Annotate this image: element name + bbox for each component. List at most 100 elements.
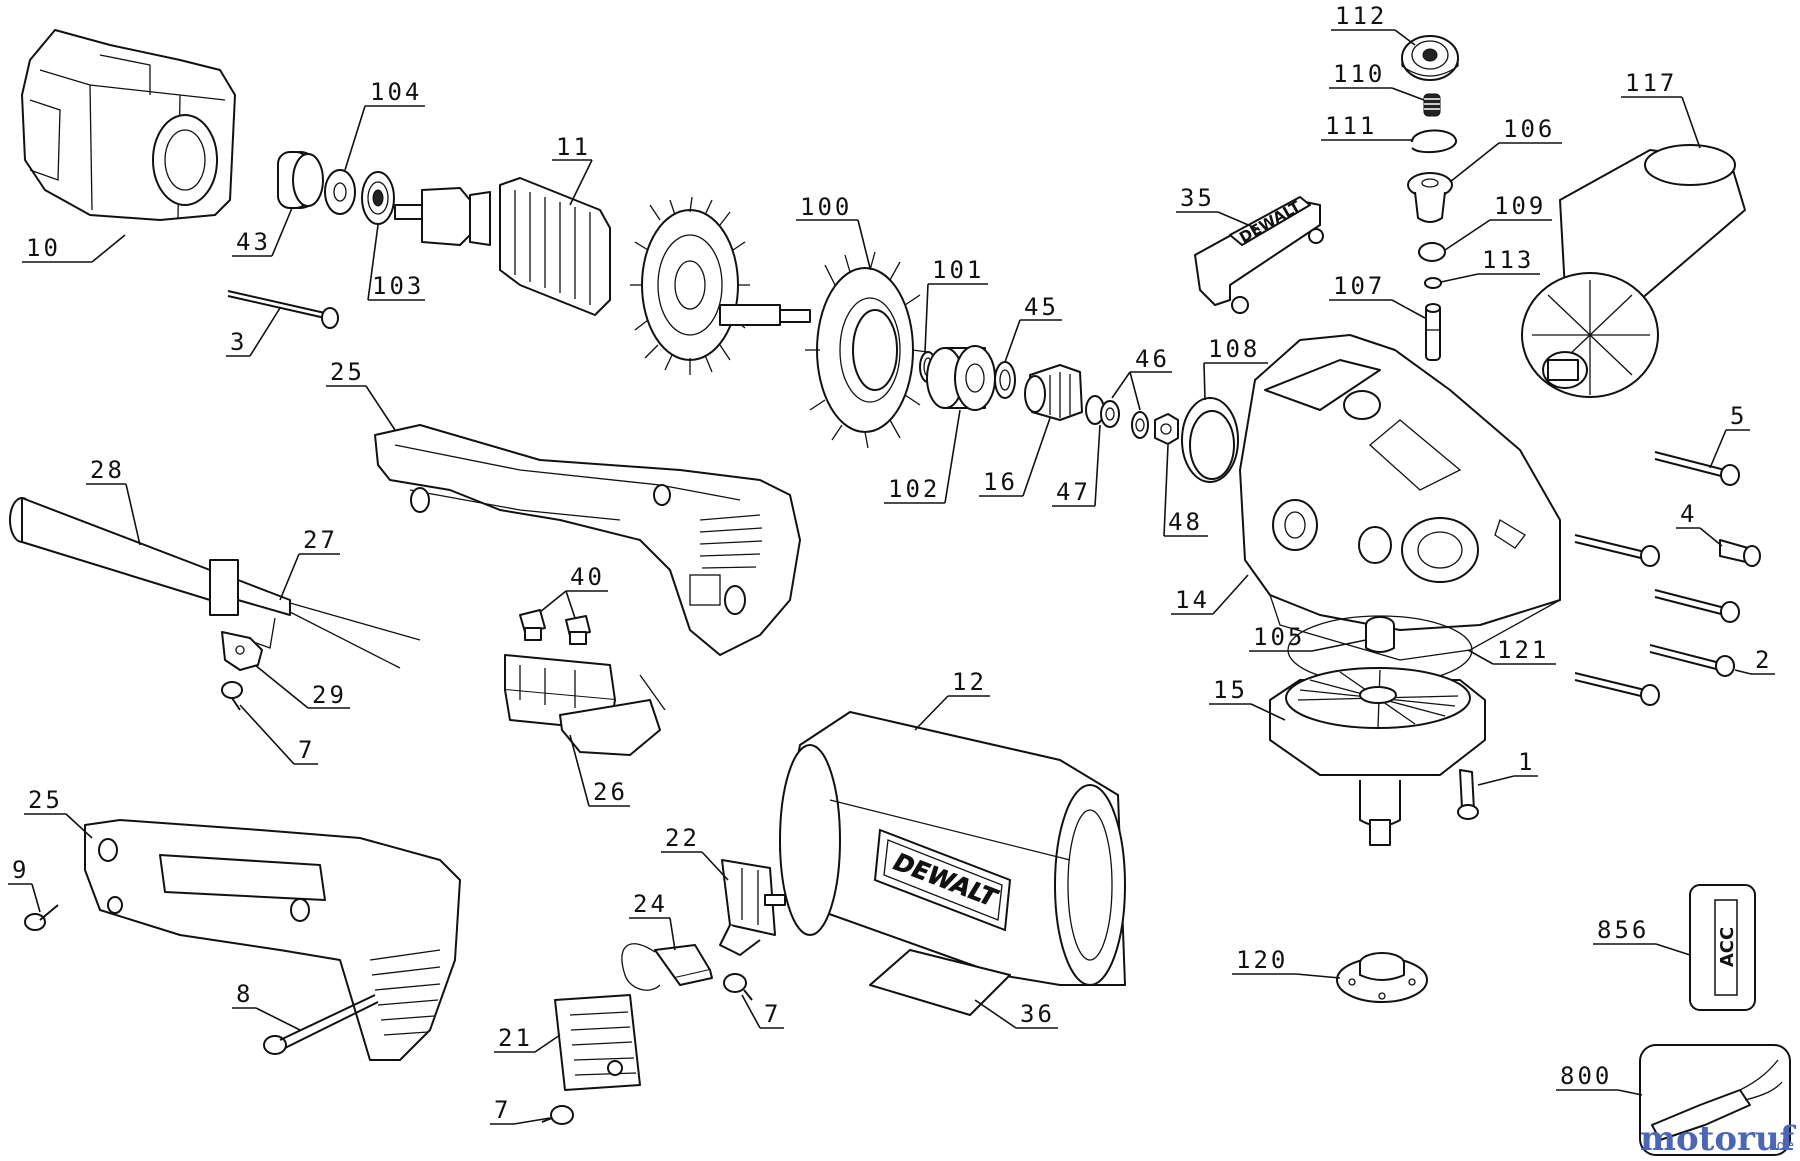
- part-26-switch: [504, 654, 666, 756]
- callout-2: 2: [1734, 646, 1775, 675]
- part-11-armature: [394, 177, 811, 375]
- part-screw-row-2: [1654, 589, 1740, 623]
- part-25-handle-half-lower: [84, 819, 461, 1061]
- svg-text:111: 111: [1325, 112, 1377, 140]
- svg-text:107: 107: [1333, 272, 1385, 300]
- svg-text:48: 48: [1168, 508, 1203, 536]
- svg-text:106: 106: [1503, 115, 1555, 143]
- callout-108: 108: [1203, 335, 1268, 401]
- part-46-washer: [1131, 411, 1149, 439]
- callout-21: 21: [494, 1024, 561, 1053]
- callout-25-lower: 25: [24, 786, 93, 839]
- callout-35: 35: [1176, 184, 1261, 231]
- svg-text:110: 110: [1333, 60, 1385, 88]
- callout-7-a: 7: [239, 704, 318, 765]
- svg-text:100: 100: [800, 193, 852, 221]
- part-43-bushing: [277, 151, 324, 209]
- svg-text:47: 47: [1056, 478, 1091, 506]
- part-screw-row-3: [1574, 672, 1660, 706]
- watermark: motoruf .de: [1640, 1119, 1797, 1159]
- callout-106: 106: [1449, 115, 1562, 183]
- svg-text:14: 14: [1175, 586, 1210, 614]
- part-102-bearing: [926, 345, 996, 411]
- callout-10: 10: [22, 234, 126, 263]
- part-113-ring: [1424, 277, 1442, 289]
- part-117-side-handle: [1521, 144, 1746, 398]
- watermark-main: motoruf: [1640, 1119, 1797, 1159]
- part-40-brushes: [519, 609, 591, 645]
- svg-text:45: 45: [1024, 293, 1059, 321]
- part-7-screw-a: [221, 681, 243, 711]
- svg-text:15: 15: [1213, 676, 1248, 704]
- callout-25-upper: 25: [326, 358, 396, 431]
- svg-text:40: 40: [570, 563, 605, 591]
- part-800-inset: [1639, 1044, 1791, 1156]
- callout-111: 111: [1321, 112, 1412, 141]
- svg-text:121: 121: [1497, 636, 1549, 664]
- part-36-label: [869, 949, 1011, 1016]
- callout-800: 800: [1556, 1062, 1643, 1096]
- part-45-washer: [994, 361, 1016, 399]
- svg-text:12: 12: [952, 668, 987, 696]
- part-107-pin: [1425, 303, 1441, 361]
- part-27-cord: [237, 579, 421, 669]
- part-112-nut: [1401, 35, 1459, 81]
- part-14-gear-housing: [1239, 334, 1561, 661]
- callout-47: 47: [1052, 424, 1101, 507]
- part-4-screw: [1719, 539, 1761, 567]
- part-108-o-ring: [1181, 397, 1239, 483]
- callout-8: 8: [232, 980, 301, 1031]
- svg-text:103: 103: [372, 272, 424, 300]
- svg-text:25: 25: [330, 358, 365, 386]
- svg-text:120: 120: [1236, 946, 1288, 974]
- callout-120: 120: [1232, 946, 1341, 979]
- svg-text:24: 24: [633, 890, 668, 918]
- svg-text:800: 800: [1560, 1062, 1612, 1090]
- svg-text:16: 16: [983, 468, 1018, 496]
- callout-48: 48: [1163, 444, 1208, 537]
- callout-112: 112: [1331, 2, 1416, 46]
- svg-text:9: 9: [12, 856, 29, 884]
- callout-100: 100: [796, 193, 871, 269]
- callout-9: 9: [8, 856, 41, 913]
- callout-1: 1: [1477, 748, 1538, 786]
- svg-text:46: 46: [1135, 345, 1170, 373]
- callout-110: 110: [1329, 60, 1425, 101]
- svg-text:112: 112: [1335, 2, 1387, 30]
- svg-text:856: 856: [1597, 916, 1649, 944]
- svg-text:27: 27: [303, 526, 338, 554]
- callout-104: 104: [344, 78, 425, 171]
- svg-text:28: 28: [90, 456, 125, 484]
- part-28-side-handle: [9, 497, 239, 616]
- callout-107: 107: [1329, 272, 1426, 319]
- callout-5: 5: [1709, 402, 1750, 469]
- svg-text:102: 102: [888, 475, 940, 503]
- part-22-switch-module: [719, 859, 786, 956]
- callout-3: 3: [226, 307, 281, 357]
- callout-15: 15: [1209, 676, 1286, 721]
- callout-113: 113: [1440, 246, 1540, 283]
- svg-text:35: 35: [1180, 184, 1215, 212]
- callout-27: 27: [279, 526, 340, 601]
- callout-105: 105: [1249, 623, 1367, 652]
- part-21-vent-cover: [554, 994, 641, 1091]
- callout-103: 103: [367, 224, 425, 301]
- part-120-flange: [1336, 952, 1428, 1003]
- svg-text:113: 113: [1482, 246, 1534, 274]
- callout-7-c: 7: [490, 1096, 551, 1125]
- svg-text:10: 10: [26, 234, 61, 262]
- callout-43: 43: [232, 207, 293, 257]
- part-9-screw: [24, 904, 59, 931]
- callout-7-b: 7: [741, 994, 784, 1029]
- part-15-spindle-assembly: [1269, 667, 1486, 846]
- svg-text:43: 43: [236, 228, 271, 256]
- svg-text:117: 117: [1625, 69, 1677, 97]
- part-105-bushing: [1365, 616, 1395, 653]
- part-7-screw-b: [723, 973, 753, 1001]
- part-103-bearing: [361, 171, 395, 225]
- svg-text:29: 29: [312, 681, 347, 709]
- svg-text:104: 104: [370, 78, 422, 106]
- svg-text:109: 109: [1494, 192, 1546, 220]
- svg-text:7: 7: [494, 1096, 511, 1124]
- part-7-screw-c: [541, 1105, 574, 1125]
